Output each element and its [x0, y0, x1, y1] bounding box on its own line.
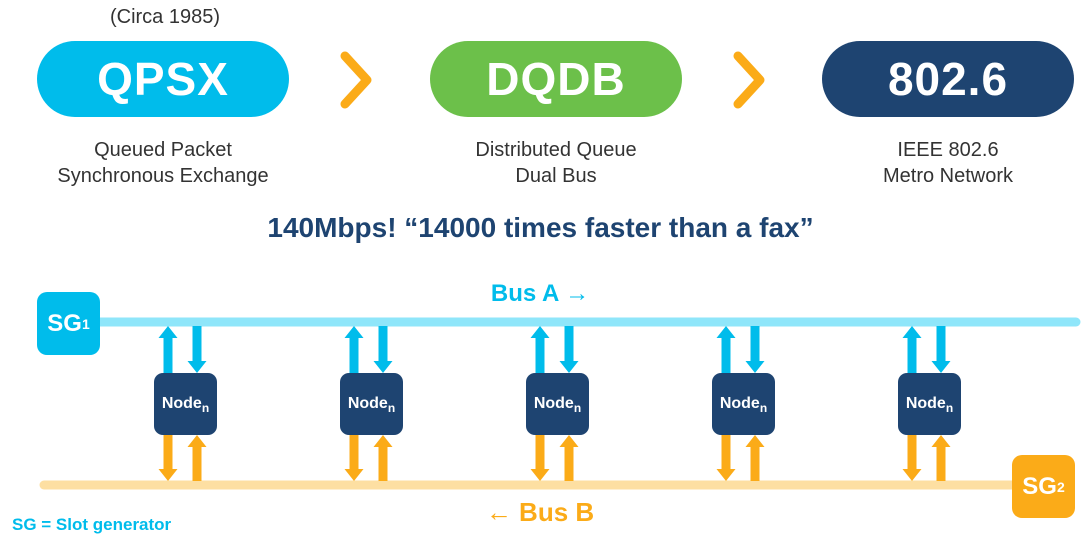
circa-label: (Circa 1985)	[109, 6, 221, 28]
desc-line: Metro Network	[882, 165, 1014, 187]
node-label: Noden	[712, 395, 775, 415]
bus-a-label: Bus A →	[490, 280, 590, 307]
sg-label: SG	[1022, 472, 1057, 500]
arrow-down-to-bus-b-icon	[344, 435, 364, 481]
arrow-up-from-bus-b-icon	[373, 435, 393, 481]
stage-802-6: 802.6	[822, 41, 1074, 117]
arrow-up-from-bus-b-icon	[187, 435, 207, 481]
arrow-down-from-bus-a-icon	[745, 326, 765, 373]
node-subscript: n	[945, 401, 954, 416]
stage-qpsx: QPSX	[37, 41, 289, 117]
node-box	[526, 373, 589, 435]
arrow-up-from-bus-b-icon	[745, 435, 765, 481]
arrow-down-from-bus-a-icon	[559, 326, 579, 373]
arrow-up-to-bus-a-icon	[530, 326, 550, 373]
sg-subscript: 1	[81, 315, 90, 332]
desc-line: Queued Packet	[94, 139, 232, 161]
node-text: Node	[905, 395, 946, 412]
node-subscript: n	[201, 401, 210, 416]
arrow-up-to-bus-a-icon	[158, 326, 178, 373]
stage-802-6-description: IEEE 802.6 Metro Network	[798, 137, 1081, 189]
node-subscript: n	[573, 401, 582, 416]
node-label: Noden	[898, 395, 961, 415]
arrow-down-to-bus-b-icon	[716, 435, 736, 481]
desc-line: IEEE 802.6	[897, 139, 999, 161]
node-box	[712, 373, 775, 435]
sg-subscript: 2	[1056, 478, 1065, 495]
arrow-up-from-bus-b-icon	[931, 435, 951, 481]
arrow-down-from-bus-a-icon	[187, 326, 207, 373]
desc-line: Synchronous Exchange	[57, 165, 269, 187]
desc-line: Dual Bus	[515, 165, 597, 187]
node-text: Node	[161, 395, 202, 412]
node-subscript: n	[387, 401, 396, 416]
desc-line: Distributed Queue	[475, 139, 637, 161]
node-text: Node	[719, 395, 760, 412]
chevron-right-icon	[340, 51, 372, 109]
node-label: Noden	[154, 395, 217, 415]
node-subscript: n	[759, 401, 768, 416]
stage-qpsx-description: Queued Packet Synchronous Exchange	[13, 137, 313, 189]
arrow-up-to-bus-a-icon	[902, 326, 922, 373]
sg-label: SG	[47, 309, 82, 337]
arrow-down-to-bus-b-icon	[902, 435, 922, 481]
node-box	[898, 373, 961, 435]
node-box	[340, 373, 403, 435]
arrow-up-from-bus-b-icon	[559, 435, 579, 481]
chevron-right-icon	[733, 51, 765, 109]
node-label: Noden	[340, 395, 403, 415]
node-text: Node	[347, 395, 388, 412]
node-box	[154, 373, 217, 435]
arrow-down-to-bus-b-icon	[530, 435, 550, 481]
arrow-down-from-bus-a-icon	[931, 326, 951, 373]
arrow-down-from-bus-a-icon	[373, 326, 393, 373]
node-text: Node	[533, 395, 574, 412]
arrow-down-to-bus-b-icon	[158, 435, 178, 481]
bus-b-label: ← Bus B	[485, 497, 595, 527]
stage-dqdb: DQDB	[430, 41, 682, 117]
stage-dqdb-description: Distributed Queue Dual Bus	[406, 137, 706, 189]
headline: 140Mbps! “14000 times faster than a fax”	[267, 212, 814, 243]
legend: SG = Slot generator	[12, 515, 172, 534]
node-label: Noden	[526, 395, 589, 415]
arrow-up-to-bus-a-icon	[344, 326, 364, 373]
arrow-up-to-bus-a-icon	[716, 326, 736, 373]
